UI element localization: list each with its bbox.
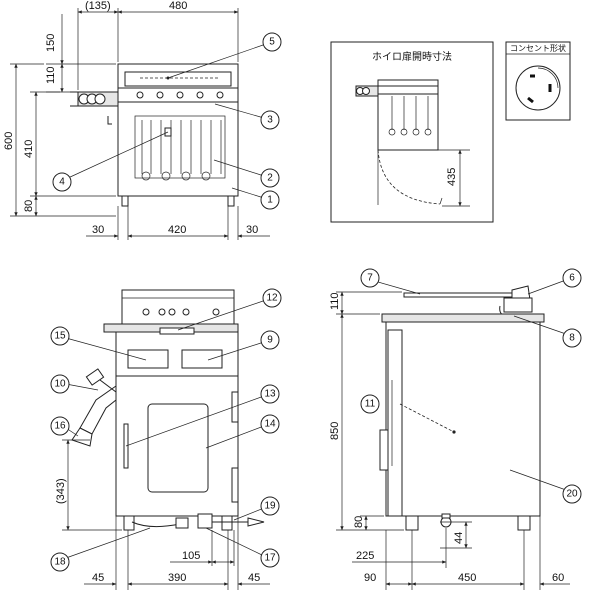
side-handle (403, 292, 513, 298)
dim-45-right: 45 (248, 572, 260, 584)
front-door-window (147, 403, 209, 493)
side-view-dimensions: 110 850 80 44 225 90 450 60 (329, 291, 570, 590)
dim-435: 435 (446, 168, 458, 186)
dim-80-side: 80 (353, 516, 365, 528)
side-view-callouts: 7 6 8 11 20 (360, 268, 582, 504)
front-view-callouts: 12 15 9 10 16 13 14 19 18 (50, 288, 282, 572)
dim-450: 450 (458, 572, 476, 584)
callout-19: 19 (264, 501, 276, 512)
callout-6: 6 (569, 273, 575, 284)
dim-850: 850 (329, 422, 341, 440)
callout-5: 5 (269, 37, 275, 48)
dim-45-left: 45 (92, 572, 104, 584)
boiler-door-frame (330, 41, 494, 223)
callout-10: 10 (54, 379, 66, 390)
dim-343: (343) (55, 478, 67, 504)
top-view-dimensions: (135) 480 150 110 600 410 80 (3, 0, 270, 240)
callout-13: 13 (264, 389, 276, 400)
outlet-view: コンセント形状 (505, 41, 571, 121)
outlet-title: コンセント形状 (510, 43, 566, 53)
outlet-frame (505, 41, 571, 121)
callout-11: 11 (365, 399, 376, 410)
dim-225: 225 (356, 550, 374, 562)
dim-44: 44 (453, 532, 465, 544)
top-view-callouts: 5 3 4 2 1 (52, 32, 282, 210)
callout-3: 3 (267, 115, 273, 126)
front-window-right (181, 349, 223, 369)
side-door-handle (379, 429, 389, 471)
boiler-door-view: ホイロ扉開時寸法 435 (330, 41, 494, 223)
callout-1: 1 (267, 195, 273, 206)
callout-2: 2 (267, 173, 273, 184)
front-faucet (71, 368, 117, 447)
boiler-door-title: ホイロ扉開時寸法 (372, 50, 452, 63)
dim-410: 410 (23, 140, 35, 158)
dim-600: 600 (3, 132, 15, 150)
front-view: (343) 105 45 390 45 12 15 (50, 288, 282, 590)
dim-30-right: 30 (246, 224, 258, 236)
side-view: 110 850 80 44 225 90 450 60 (329, 268, 582, 590)
side-body (385, 321, 541, 517)
callout-15: 15 (54, 331, 66, 342)
dim-110-side: 110 (329, 292, 341, 310)
top-view-panel (124, 71, 232, 87)
dim-80-top: 80 (23, 200, 35, 212)
callout-18: 18 (54, 557, 66, 568)
dim-420: 420 (168, 224, 186, 236)
dim-110: 110 (45, 66, 57, 84)
callout-4: 4 (59, 177, 65, 188)
callout-17: 17 (264, 553, 276, 564)
callout-8: 8 (569, 333, 575, 344)
dim-480: 480 (169, 0, 187, 12)
dim-90: 90 (364, 572, 376, 584)
front-top-unit (121, 289, 235, 325)
callout-16: 16 (54, 421, 66, 432)
callout-12: 12 (266, 293, 278, 304)
top-view-faucet (70, 91, 119, 125)
outlet-circle (515, 65, 561, 111)
front-window-left (127, 349, 169, 369)
top-view: (135) 480 150 110 600 410 80 (3, 0, 282, 240)
dim-60: 60 (552, 572, 564, 584)
callout-14: 14 (264, 419, 276, 430)
front-view-dimensions: (343) 105 45 390 45 (55, 439, 270, 590)
top-view-knobs (136, 91, 224, 99)
dim-390: 390 (168, 572, 186, 584)
callout-9: 9 (267, 335, 273, 346)
dim-135: (135) (85, 0, 111, 12)
dim-150: 150 (45, 34, 57, 52)
dim-30-left: 30 (92, 224, 104, 236)
callout-20: 20 (566, 489, 578, 500)
callout-7: 7 (367, 273, 373, 284)
dim-105: 105 (182, 550, 200, 562)
